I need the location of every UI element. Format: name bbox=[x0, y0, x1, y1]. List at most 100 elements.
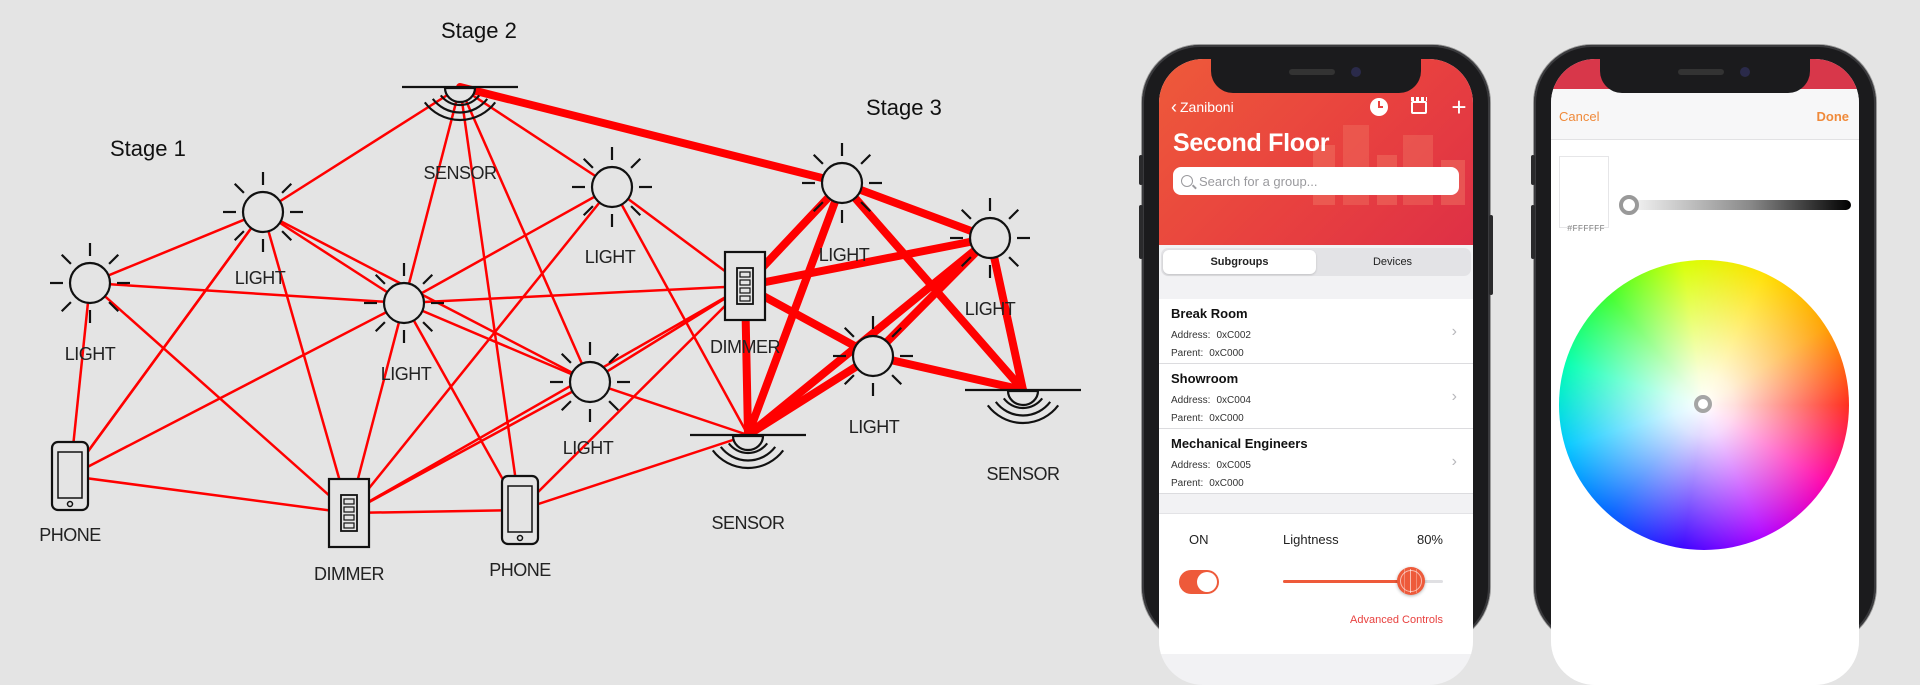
smartphone-icon bbox=[50, 440, 90, 512]
on-label: ON bbox=[1189, 532, 1209, 547]
stage-3-label: Stage 3 bbox=[866, 95, 942, 120]
light-label: LIGHT bbox=[585, 247, 636, 267]
light-label: LIGHT bbox=[563, 438, 614, 458]
cancel-button[interactable]: Cancel bbox=[1559, 109, 1600, 124]
link-line bbox=[348, 186, 613, 514]
parent-value: 0xC000 bbox=[1209, 413, 1244, 424]
strong-link-line bbox=[838, 179, 994, 242]
back-label: Zaniboni bbox=[1180, 99, 1234, 115]
chevron-left-icon: ‹ bbox=[1171, 97, 1177, 117]
link-line bbox=[589, 380, 749, 437]
link-line bbox=[402, 302, 522, 511]
group-list: Break Room Address:0xC002 Parent:0xC000 … bbox=[1159, 299, 1473, 494]
group-name: Mechanical Engineers bbox=[1171, 436, 1308, 451]
link-line bbox=[68, 211, 265, 477]
link-line bbox=[348, 284, 746, 515]
address-label: Address: bbox=[1171, 330, 1211, 341]
parent-label: Parent: bbox=[1171, 413, 1204, 424]
motion-sensor-icon bbox=[402, 85, 518, 122]
stage-1-label: Stage 1 bbox=[110, 136, 186, 161]
dimmer-label: DIMMER bbox=[710, 337, 780, 357]
light-label: LIGHT bbox=[381, 364, 432, 384]
link-line bbox=[403, 185, 613, 305]
parent-value: 0xC000 bbox=[1209, 348, 1244, 359]
advanced-controls-link[interactable]: Advanced Controls bbox=[1350, 614, 1443, 626]
link-line bbox=[262, 210, 405, 305]
search-placeholder: Search for a group... bbox=[1199, 173, 1318, 189]
chevron-right-icon: › bbox=[1451, 388, 1457, 405]
slider-thumb[interactable] bbox=[1619, 195, 1639, 215]
link-line bbox=[459, 85, 613, 189]
link-line bbox=[69, 301, 405, 478]
motion-sensor-icon bbox=[965, 388, 1081, 425]
chevron-right-icon: › bbox=[1451, 453, 1457, 470]
link-line bbox=[403, 284, 746, 305]
light-bulb-icon bbox=[550, 342, 630, 422]
plus-icon: + bbox=[1451, 91, 1467, 122]
sensor-label: SENSOR bbox=[423, 163, 497, 183]
search-input[interactable]: Search for a group... bbox=[1173, 167, 1459, 195]
lightness-slider[interactable] bbox=[1283, 567, 1443, 595]
light-label: LIGHT bbox=[235, 268, 286, 288]
schedule-button[interactable] bbox=[1369, 97, 1389, 117]
color-wheel-handle[interactable] bbox=[1694, 395, 1712, 413]
color-picker-screen: Cancel Done #FFFFFF bbox=[1551, 59, 1859, 685]
address-value: 0xC005 bbox=[1216, 460, 1251, 471]
power-toggle[interactable] bbox=[1179, 570, 1219, 594]
phone-label: PHONE bbox=[489, 560, 551, 580]
light-bulb-icon bbox=[364, 263, 444, 343]
light-bulb-icon bbox=[833, 316, 913, 396]
done-button[interactable]: Done bbox=[1816, 109, 1850, 124]
smartphone-icon bbox=[500, 474, 540, 546]
modal-toolbar: Cancel Done bbox=[1551, 89, 1859, 140]
light-bulb-icon bbox=[802, 143, 882, 223]
tab-devices[interactable]: Devices bbox=[1372, 256, 1413, 268]
color-wheel[interactable] bbox=[1559, 260, 1849, 550]
phone-mockup-groups: ‹ Zaniboni + Second Floor Search for a g… bbox=[1139, 45, 1493, 685]
phone-notch bbox=[1600, 59, 1810, 93]
link-line bbox=[261, 211, 351, 514]
parent-value: 0xC000 bbox=[1209, 478, 1244, 489]
light-bulb-icon bbox=[50, 243, 130, 323]
list-item[interactable]: Mechanical Engineers Address:0xC005 Pare… bbox=[1159, 429, 1473, 494]
network-links bbox=[68, 83, 1027, 515]
link-line bbox=[89, 281, 405, 305]
strong-link-line bbox=[741, 234, 994, 290]
add-button[interactable]: + bbox=[1449, 92, 1469, 122]
back-button[interactable]: ‹ Zaniboni bbox=[1171, 97, 1234, 117]
parent-label: Parent: bbox=[1171, 348, 1204, 359]
motion-sensor-icon bbox=[690, 433, 806, 470]
address-label: Address: bbox=[1171, 460, 1211, 471]
link-line bbox=[262, 85, 461, 214]
light-bulb-icon bbox=[223, 172, 303, 252]
light-bulb-icon bbox=[950, 198, 1030, 278]
clapperboard-icon bbox=[1411, 96, 1427, 114]
light-label: LIGHT bbox=[849, 417, 900, 437]
address-value: 0xC004 bbox=[1216, 395, 1251, 406]
clock-icon bbox=[1370, 98, 1388, 116]
network-labels: LIGHTLIGHTLIGHTLIGHTLIGHTLIGHTLIGHTLIGHT… bbox=[39, 163, 1060, 584]
phone-label: PHONE bbox=[39, 525, 101, 545]
link-line bbox=[519, 433, 749, 512]
scenes-button[interactable] bbox=[1409, 96, 1429, 117]
link-line bbox=[89, 210, 264, 285]
link-line bbox=[403, 301, 591, 384]
sensor-label: SENSOR bbox=[711, 513, 785, 533]
address-value: 0xC002 bbox=[1216, 330, 1251, 341]
stage-2-label: Stage 2 bbox=[441, 18, 517, 43]
search-icon bbox=[1181, 175, 1193, 187]
link-line bbox=[402, 86, 462, 304]
strong-link-line bbox=[744, 352, 877, 439]
link-line bbox=[262, 210, 591, 384]
header: ‹ Zaniboni + Second Floor Search for a g… bbox=[1159, 59, 1473, 245]
mesh-network-diagram: LIGHTLIGHTLIGHTLIGHTLIGHTLIGHTLIGHTLIGHT… bbox=[39, 18, 1081, 584]
list-item[interactable]: Showroom Address:0xC004 Parent:0xC000 › bbox=[1159, 364, 1473, 429]
groups-screen: ‹ Zaniboni + Second Floor Search for a g… bbox=[1159, 59, 1473, 685]
link-line bbox=[348, 508, 521, 515]
globe-icon[interactable] bbox=[1397, 567, 1425, 595]
list-item[interactable]: Break Room Address:0xC002 Parent:0xC000 … bbox=[1159, 299, 1473, 364]
hex-value: #FFFFFF bbox=[1567, 224, 1605, 234]
brightness-slider[interactable] bbox=[1619, 195, 1851, 215]
tab-subgroups[interactable]: Subgroups bbox=[1163, 250, 1316, 274]
link-line bbox=[611, 185, 746, 288]
